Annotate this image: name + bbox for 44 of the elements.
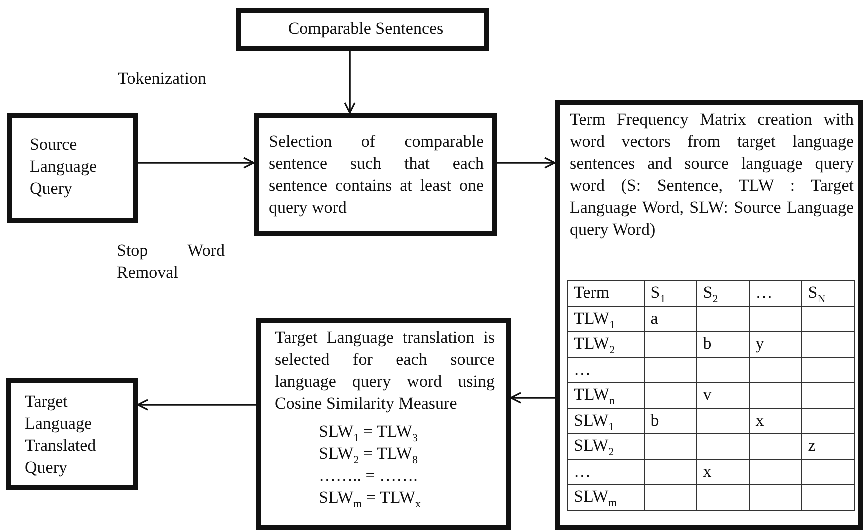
column-header: S$_{1}$ bbox=[650, 283, 666, 302]
cell-value: v bbox=[703, 385, 712, 404]
box-text: Target Language Translated Query bbox=[25, 391, 98, 479]
process-box bbox=[6, 378, 138, 490]
cell-value: b bbox=[703, 334, 712, 354]
equation-text: SLW$_{1}$ = TLW$_{3}$ bbox=[319, 421, 419, 443]
cell-value: x bbox=[756, 410, 764, 430]
process-box bbox=[555, 100, 863, 530]
row-header: … bbox=[574, 462, 591, 481]
process-box bbox=[256, 318, 511, 530]
column-header: … bbox=[756, 283, 773, 302]
row-header: TLW$_{1}$ bbox=[574, 308, 616, 328]
row-header: SLW$_{2}$ bbox=[574, 436, 614, 456]
arrow bbox=[137, 399, 256, 411]
row-header: TLW$_{2}$ bbox=[574, 334, 616, 354]
box-text: Selection of comparable sentence such that each sentence contains at least one query word bbox=[269, 131, 484, 219]
process-box bbox=[254, 113, 497, 236]
equation-text: …….. = ……. bbox=[319, 465, 419, 487]
column-header: S$_{N}$ bbox=[808, 283, 826, 302]
arrow bbox=[138, 157, 255, 169]
cell-value: b bbox=[650, 410, 660, 430]
row-header: TLW$_{n}$ bbox=[574, 385, 616, 404]
box-text: Source Language Query bbox=[30, 134, 98, 200]
cell-value: z bbox=[808, 436, 816, 456]
equation-text: SLW$_{m}$ = TLW$_{x}$ bbox=[319, 487, 422, 509]
row-header: … bbox=[574, 360, 591, 379]
column-header: Term bbox=[574, 283, 610, 302]
process-box bbox=[7, 113, 138, 223]
row-header: SLW$_{m}$ bbox=[574, 487, 618, 506]
step-label: Stop Word Removal bbox=[117, 240, 225, 284]
step-label: Tokenization bbox=[118, 68, 208, 90]
row-header: SLW$_{1}$ bbox=[574, 410, 614, 430]
process-box bbox=[236, 8, 489, 51]
equation-text: SLW$_{2}$ = TLW$_{8}$ bbox=[319, 443, 419, 465]
arrow bbox=[510, 392, 555, 404]
arrow bbox=[344, 51, 356, 114]
box-text: Comparable Sentences bbox=[287, 18, 445, 40]
cell-value: y bbox=[756, 334, 764, 354]
cell-value: x bbox=[703, 462, 712, 481]
cell-value: a bbox=[650, 308, 658, 328]
column-header: S$_{2}$ bbox=[703, 283, 718, 302]
arrow bbox=[497, 157, 556, 169]
box-text: Term Frequency Matrix creation with word vectors from target language sentences and source language query word (S: Sentence, TLW : Target Language Word, SLW: Source Language query Word) bbox=[570, 109, 854, 241]
box-text: Target Language translation is selected for each source language query word using Cosine Similarity Measure bbox=[275, 327, 495, 415]
